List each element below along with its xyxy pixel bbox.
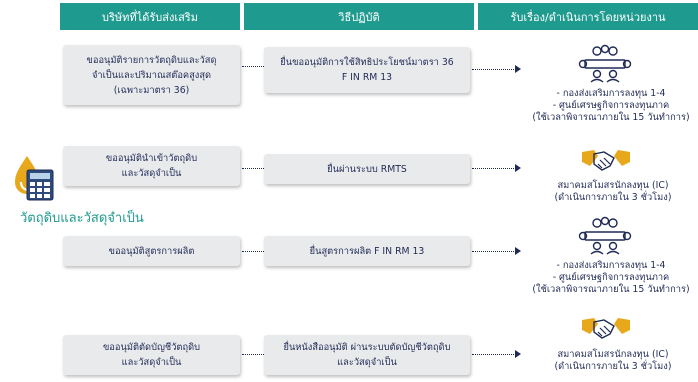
side-label: วัตถุดิบและวัสดุจำเป็น	[20, 211, 144, 226]
agency-line: (ใช้เวลาพิจารณาภายใน 15 วันทำการ)	[532, 284, 690, 295]
header-agency: รับเรื่อง/ดำเนินการโดยหน่วยงาน	[478, 3, 698, 30]
company-box-4: ขออนุมัติตัดบัญชีวัตถุดิบ และวัสดุจำเป็น	[63, 335, 240, 375]
arrow-icon	[515, 65, 521, 73]
company-line: และวัสดุจำเป็น	[121, 357, 182, 368]
agency-line: - ศูนย์เศรษฐกิจการลงทุนภาค	[552, 272, 670, 283]
arrow-icon	[515, 247, 521, 255]
company-line: ขออนุมัตินำเข้าวัตถุดิบ	[105, 153, 198, 164]
company-box-2: ขออนุมัตินำเข้าวัตถุดิบ และวัสดุจำเป็น	[63, 146, 240, 186]
connector	[242, 66, 266, 67]
company-box-3: ขออนุมัติสูตรการผลิต	[63, 236, 240, 266]
arrow-icon	[515, 164, 521, 172]
company-line: (เฉพาะมาตรา 36)	[113, 84, 190, 96]
method-box-1: ยื่นขออนุมัติการใช้สิทธิประโยชน์มาตรา 36…	[264, 47, 470, 93]
handshake-icon	[582, 318, 630, 339]
agency-text-1: - กองส่งเสริมการลงทุน 1-4 - ศูนย์เศรษฐกิ…	[525, 88, 697, 124]
agency-line: - กองส่งเสริมการลงทุน 1-4	[556, 260, 666, 271]
agency-text-3: - กองส่งเสริมการลงทุน 1-4 - ศูนย์เศรษฐกิ…	[525, 260, 697, 296]
method-box-4: ยื่นหนังสืออนุมัติ ผ่านระบบตัดบัญชีวัตถุ…	[264, 335, 470, 375]
agency-line: (ดำเนินการภายใน 3 ชั่วโมง)	[554, 192, 672, 203]
method-line: F IN RM 13	[341, 72, 393, 83]
connector	[242, 251, 266, 252]
connector	[472, 354, 516, 355]
company-line: ขออนุมัติตัดบัญชีวัตถุดิบ	[102, 342, 201, 353]
method-line: และวัสดุจำเป็น	[337, 357, 397, 368]
connector	[472, 69, 516, 70]
meeting-icon	[578, 216, 632, 255]
agency-text-4: สมาคมสโมสรนักลงทุน (IC) (ดำเนินการภายใน …	[548, 349, 678, 373]
company-line: และวัสดุจำเป็น	[121, 168, 182, 179]
header-method: วิธีปฏิบัติ	[244, 3, 474, 30]
handshake-icon	[582, 150, 630, 171]
method-line: ยื่นผ่านระบบ RMTS	[327, 163, 407, 175]
connector	[472, 168, 516, 169]
meeting-icon	[578, 44, 632, 83]
agency-line: สมาคมสโมสรนักลงทุน (IC)	[557, 349, 669, 360]
company-line: จำเป็นและปริมาณสต๊อคสูงสุด	[91, 69, 212, 81]
method-line: ยื่นหนังสืออนุมัติ ผ่านระบบตัดบัญชีวัตถุ…	[283, 342, 451, 353]
method-line: ยื่นสูตรการผลิต F IN RM 13	[309, 245, 425, 257]
calculator-oil-icon	[15, 156, 54, 201]
agency-line: (ดำเนินการภายใน 3 ชั่วโมง)	[554, 361, 672, 372]
agency-line: - กองส่งเสริมการลงทุน 1-4	[556, 88, 666, 99]
company-line: ขออนุมัติสูตรการผลิต	[108, 245, 195, 257]
agency-line: (ใช้เวลาพิจารณาภายใน 15 วันทำการ)	[532, 112, 690, 123]
agency-line: สมาคมสโมสรนักลงทุน (IC)	[557, 180, 669, 191]
agency-line: - ศูนย์เศรษฐกิจการลงทุนภาค	[552, 100, 670, 111]
connector	[242, 354, 266, 355]
connector	[472, 251, 516, 252]
agency-text-2: สมาคมสโมสรนักลงทุน (IC) (ดำเนินการภายใน …	[548, 180, 678, 204]
header-company: บริษัทที่ได้รับส่งเสริม	[60, 3, 240, 30]
connector	[242, 168, 266, 169]
company-line: ขออนุมัติรายการวัตถุดิบและวัสดุ	[86, 54, 217, 66]
company-box-1: ขออนุมัติรายการวัตถุดิบและวัสดุ จำเป็นแล…	[63, 45, 240, 105]
method-box-2: ยื่นผ่านระบบ RMTS	[264, 154, 470, 184]
arrow-icon	[515, 350, 521, 358]
method-line: ยื่นขออนุมัติการใช้สิทธิประโยชน์มาตรา 36	[280, 57, 454, 68]
method-box-3: ยื่นสูตรการผลิต F IN RM 13	[264, 236, 470, 266]
